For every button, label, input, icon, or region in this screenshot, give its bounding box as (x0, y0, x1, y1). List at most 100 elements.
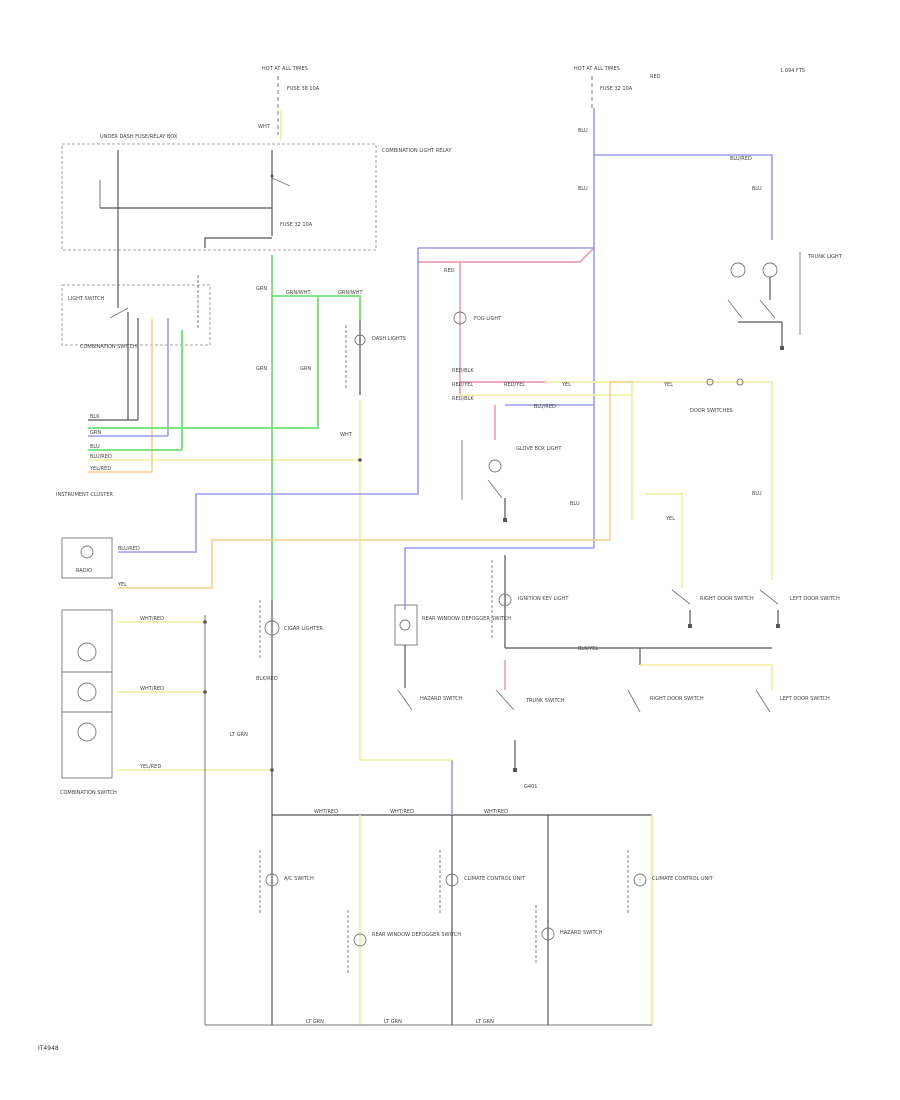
climate-bottom-label: CLIMATE CONTROL UNIT (652, 876, 714, 882)
wire-label: BLU (752, 186, 762, 192)
trunk-light-label: TRUNK LIGHT (807, 254, 843, 260)
door-switch-right: RIGHT DOOR SWITCH YEL (645, 493, 754, 628)
wire-label: BLU (578, 186, 588, 192)
left-power-source: HOT AT ALL TIMES FUSE 38 10A WHT (258, 66, 320, 140)
left-power-label: HOT AT ALL TIMES (262, 66, 308, 72)
wire-label: GRN (256, 286, 267, 292)
ignition-key-light: IGNITION KEY LIGHT TRUNK SWITCH G401 BLK… (491, 555, 773, 790)
wire-label: YEL/RED (89, 466, 111, 472)
radio-label: RADIO (76, 568, 92, 574)
dash-lights-label: DASH LIGHTS (372, 336, 406, 342)
mid-wires: RED/YEL RED/YEL YEL YEL DOOR SWITCHES RE… (118, 378, 773, 589)
combination-switch-label: COMBINATION SWITCH (80, 344, 137, 350)
bottom-component-defog: REAR WINDOW DEFOGGER SWITCH (347, 910, 461, 975)
bottom-component-hazard: HAZARD SWITCH (535, 905, 603, 965)
bottom-component-climate2: CLIMATE CONTROL UNIT (627, 850, 714, 915)
wire-label: RED/YEL (504, 382, 525, 388)
main-green-wire: GRN GRN/WHT GRN/WHT GRN GRN (256, 255, 363, 600)
wire-label: BLU (90, 444, 100, 450)
cluster-label: INSTRUMENT CLUSTER (56, 492, 114, 498)
wire-label: GRN (90, 430, 101, 436)
wire-label: BLK/RED (256, 676, 278, 682)
wire-label: BLU/RED (118, 546, 140, 552)
fog-light: FOG LIGHT RED RED/BLK (444, 262, 502, 395)
wire-label: LT GRN (306, 1019, 324, 1025)
climate-label: CLIMATE CONTROL UNIT (464, 876, 526, 882)
relay-label: COMBINATION LIGHT RELAY (382, 148, 452, 154)
wire-label: BLU (578, 128, 588, 134)
door-switch-label: RIGHT DOOR SWITCH (650, 696, 704, 702)
left-door-switch-label: LEFT DOOR SWITCH (790, 596, 840, 602)
wire-label: LT GRN (230, 732, 248, 738)
wire-label: RED/BLK (452, 396, 474, 402)
wire-label: BLU/RED (90, 454, 112, 460)
ac-switch-label: A/C SWITCH (284, 876, 314, 882)
wire-label: WHT/RED (484, 809, 508, 815)
blue-power-wiring: BLU BLU BLU/RED BLU BLU (118, 108, 773, 610)
rear-defogger-switch: REAR WINDOW DEFOGGER SWITCH HAZARD SWITC… (394, 604, 511, 711)
wire-label: YEL/RED (139, 764, 161, 770)
wire-label: GRN/WHT (286, 290, 311, 296)
wire-label: RED/YEL (452, 382, 473, 388)
relay-box: UNDER DASH FUSE/RELAY BOX COMBINATION LI… (61, 134, 452, 268)
defogger-label: REAR WINDOW DEFOGGER SWITCH (422, 616, 511, 622)
right-source-notes: RED (650, 74, 661, 80)
wire-label: WHT (340, 432, 353, 438)
wire-label: RED/BLK (452, 368, 474, 374)
light-switch-label: LIGHT SWITCH (68, 296, 104, 302)
inner-fuse-label: FUSE 32 10A (280, 222, 313, 228)
wire-label: BLU/RED (730, 156, 752, 162)
fog-relay-label: DOOR SWITCHES (690, 408, 733, 414)
wire-label: WHT/RED (140, 686, 164, 692)
ignition-key-label: IGNITION KEY LIGHT (518, 596, 569, 602)
door-switch-label: LEFT DOOR SWITCH (780, 696, 830, 702)
wire-label: RED (444, 268, 455, 274)
ground-label: G401 (524, 784, 537, 790)
glove-box-light: GLOVE BOX LIGHT BLU/RED (461, 404, 562, 522)
wire-label: YEL (663, 382, 673, 388)
trunk-switch-label: TRUNK SWITCH (525, 698, 565, 704)
right-power-source: HOT AT ALL TIMES FUSE 32 10A RED (574, 66, 661, 108)
relay-box-label: UNDER DASH FUSE/RELAY BOX (100, 134, 178, 140)
right-door-switch-label: RIGHT DOOR SWITCH (700, 596, 754, 602)
wire-label: BLK (90, 414, 100, 420)
hazard-bottom-label: HAZARD SWITCH (560, 930, 603, 936)
right-power-label: HOT AT ALL TIMES (574, 66, 620, 72)
fog-light-label: FOG LIGHT (474, 316, 502, 322)
wire-label: BLU (752, 491, 762, 497)
cigar-lighter-label: CIGAR LIGHTER (284, 626, 323, 632)
wire-label: YEL (561, 382, 571, 388)
bottom-component-climate: CLIMATE CONTROL UNIT (439, 850, 526, 915)
switch-wire-bundle: BLK GRN BLU BLU/RED YEL/RED (88, 296, 360, 473)
wire-label: GRN/WHT (338, 290, 363, 296)
door-switch-left: LEFT DOOR SWITCH BLU (752, 491, 840, 628)
wire-label: GRN (300, 366, 311, 372)
wire-label: YEL (117, 582, 127, 588)
dash-lights: DASH LIGHTS WHT (340, 320, 406, 760)
wire-label: LT GRN (384, 1019, 402, 1025)
left-fuse-label: FUSE 38 10A (287, 86, 320, 92)
wire-label: BLU (570, 501, 580, 507)
wire-label: BLU/RED (534, 404, 556, 410)
bottom-bus: WHT/RED WHT/RED WHT/RED LT GRN LT GRN LT… (205, 759, 653, 1026)
hazard-label: HAZARD SWITCH (420, 696, 463, 702)
wire-label: WHT/RED (390, 809, 414, 815)
wire-label: BLK/YEL (578, 646, 598, 652)
wire-label: WHT/RED (140, 616, 164, 622)
right-fuse-label: FUSE 32 10A (600, 86, 633, 92)
trunk-light-assembly: TRUNK LIGHT (727, 252, 843, 350)
wire-label: YEL (665, 516, 675, 522)
wire-label: WHT/RED (314, 809, 338, 815)
lower-right-switches: RIGHT DOOR SWITCH LEFT DOOR SWITCH (627, 689, 830, 713)
rear-defog-bottom-label: REAR WINDOW DEFOGGER SWITCH (372, 932, 461, 938)
cluster-bottom-label: COMBINATION SWITCH (60, 790, 117, 796)
wire-label: LT GRN (476, 1019, 494, 1025)
wire-label: GRN (256, 366, 267, 372)
bottom-component-ac: A/C SWITCH (259, 850, 314, 915)
glove-box-label: GLOVE BOX LIGHT (516, 446, 562, 452)
cigar-lighter: CIGAR LIGHTER BLK/RED LT GRN (203, 600, 323, 1025)
header-right: 1.094 FTS (780, 68, 805, 74)
page-id: IT4948 (38, 1045, 59, 1052)
wire-label: WHT (258, 124, 271, 130)
